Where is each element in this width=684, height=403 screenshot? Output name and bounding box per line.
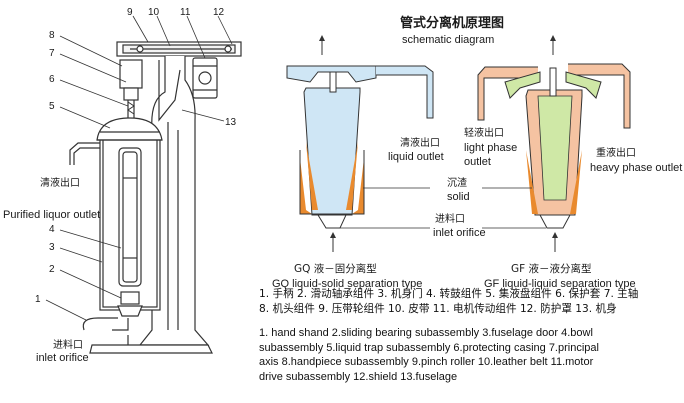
callout-6: 6 [49,74,55,85]
gf-caption-cn: GF 液－液分离型 [511,262,592,275]
gq-inlet-en: inlet orifice [433,227,486,239]
callout-1: 1 [35,294,41,305]
gq-solid-en: solid [447,191,470,203]
purified-outlet-en: Purified liquor outlet [3,209,100,221]
gq-caption-en: GQ liquid-solid separation type [272,278,422,290]
legend-cn-line-2: 8. 机头组件 9. 压带轮组件 10. 皮带 11. 电机传动组件 12. 防… [259,302,617,315]
gf-heavy-cn: 重液出口 [596,146,636,159]
gf-caption-en: GF liquid-liquid separation type [484,278,636,290]
base [89,344,213,354]
title-cn: 管式分离机原理图 [400,15,504,31]
callout-11: 11 [180,7,191,18]
callout-numbers: 9 10 11 12 8 7 6 5 13 4 3 2 1 [35,7,237,305]
gq-diagram [286,35,434,252]
purified-outlet-cn: 清液出口 [40,176,80,189]
legend-cn-line-1: 1. 手柄 2. 滑动轴承组件 3. 机身门 4. 转鼓组件 5. 集液盘组件 … [259,288,639,300]
callout-12: 12 [213,7,225,18]
outlet-pipe [69,142,100,165]
callout-leaders [45,15,233,321]
machine-inlet-cn: 进料口 [53,338,83,351]
legend-en-line-2: subassembly 5.liquid trap subassembly 6.… [259,341,599,354]
gf-light-en-1: light phase [464,142,517,154]
parts-legend: 1. 手柄 2. 滑动轴承组件 3. 机身门 4. 转鼓组件 5. 集液盘组件 … [259,287,679,385]
callout-9: 9 [127,7,133,18]
gf-light-outlet-pipe [477,66,538,121]
legend-en-line-4: drive subassembly 12.shield 13.fuselage [259,370,458,383]
gf-light-en-2: outlet [464,156,491,168]
gf-light-cn: 轻液出口 [464,126,504,139]
callout-5: 5 [49,101,55,112]
motor [192,57,218,99]
handpiece [119,59,143,89]
legend-en-line-1: 1. hand shand 2.sliding bearing subassem… [259,327,593,340]
legend-en: 1. hand shand 2.sliding bearing subassem… [259,326,679,384]
gq-caption-cn: GQ 液－固分离型 [294,262,377,275]
gf-heavy-outlet-pipe [568,63,631,129]
gq-liquid-outlet-cn: 清液出口 [400,136,440,149]
gq-solid-right [346,142,358,210]
gf-heavy-en: heavy phase outlet [590,162,682,174]
gq-inlet-cn: 进料口 [435,212,465,225]
gq-solid-left [306,142,318,210]
liquid-trap [96,117,163,141]
bowl [118,147,142,287]
gq-solid-cn: 沉渣 [447,176,467,189]
machine-inlet-en: inlet orifice [36,352,89,364]
gq-bowl [303,87,361,216]
sliding-bearing [120,291,140,305]
gq-liquid-outlet-en: liquid outlet [388,151,444,163]
gf-inner-light [537,95,573,201]
gf-diagram [477,35,631,252]
callout-10: 10 [148,7,160,18]
callout-4: 4 [49,224,55,235]
hand-shand [82,317,118,331]
legend-en-line-3: axis 8.handpiece subassembly 9.pinch rol… [259,356,594,369]
callout-3: 3 [49,242,55,253]
title-en: schematic diagram [402,34,494,46]
centrifuge-machine [69,41,242,354]
callout-13: 13 [225,117,237,128]
callout-7: 7 [49,48,55,59]
callout-8: 8 [49,30,55,41]
gq-outlet-pipe [376,65,434,119]
callout-2: 2 [49,264,55,275]
